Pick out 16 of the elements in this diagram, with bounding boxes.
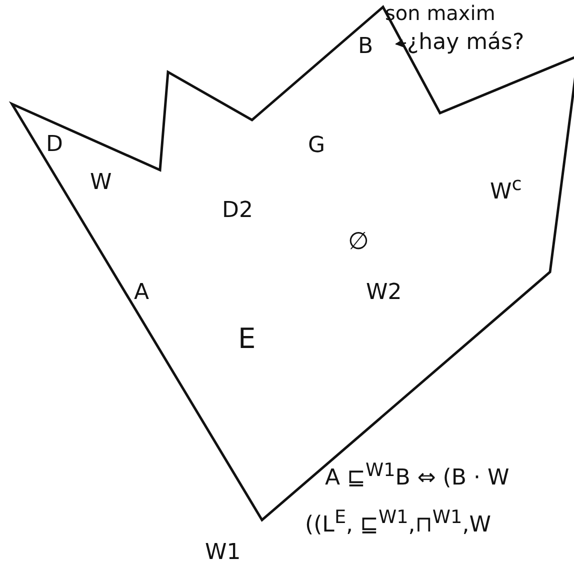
empty-set-symbol: ∅ (348, 228, 369, 254)
point-label: B (358, 34, 374, 60)
point-label: A (134, 280, 150, 306)
point-label: W (90, 170, 112, 196)
point-label: D2 (222, 198, 253, 224)
point-label: W$^{c}$ (490, 173, 522, 206)
question-text: ¿hay más? (407, 30, 524, 56)
leader-arrow (395, 39, 406, 48)
formula-text: A ⊑$^{W1}$B ⇔ (B · W (325, 459, 510, 492)
point-label: W1 (205, 540, 241, 566)
point-label: G (308, 133, 326, 159)
point-label: E (238, 326, 256, 352)
note-text: son maxim (385, 0, 496, 26)
point-label: D (46, 132, 63, 158)
formula-text: ((L$^{E}$, ⊑$^{W1}$,⊓$^{W1}$,W (305, 506, 491, 538)
point-label: W2 (366, 280, 402, 306)
